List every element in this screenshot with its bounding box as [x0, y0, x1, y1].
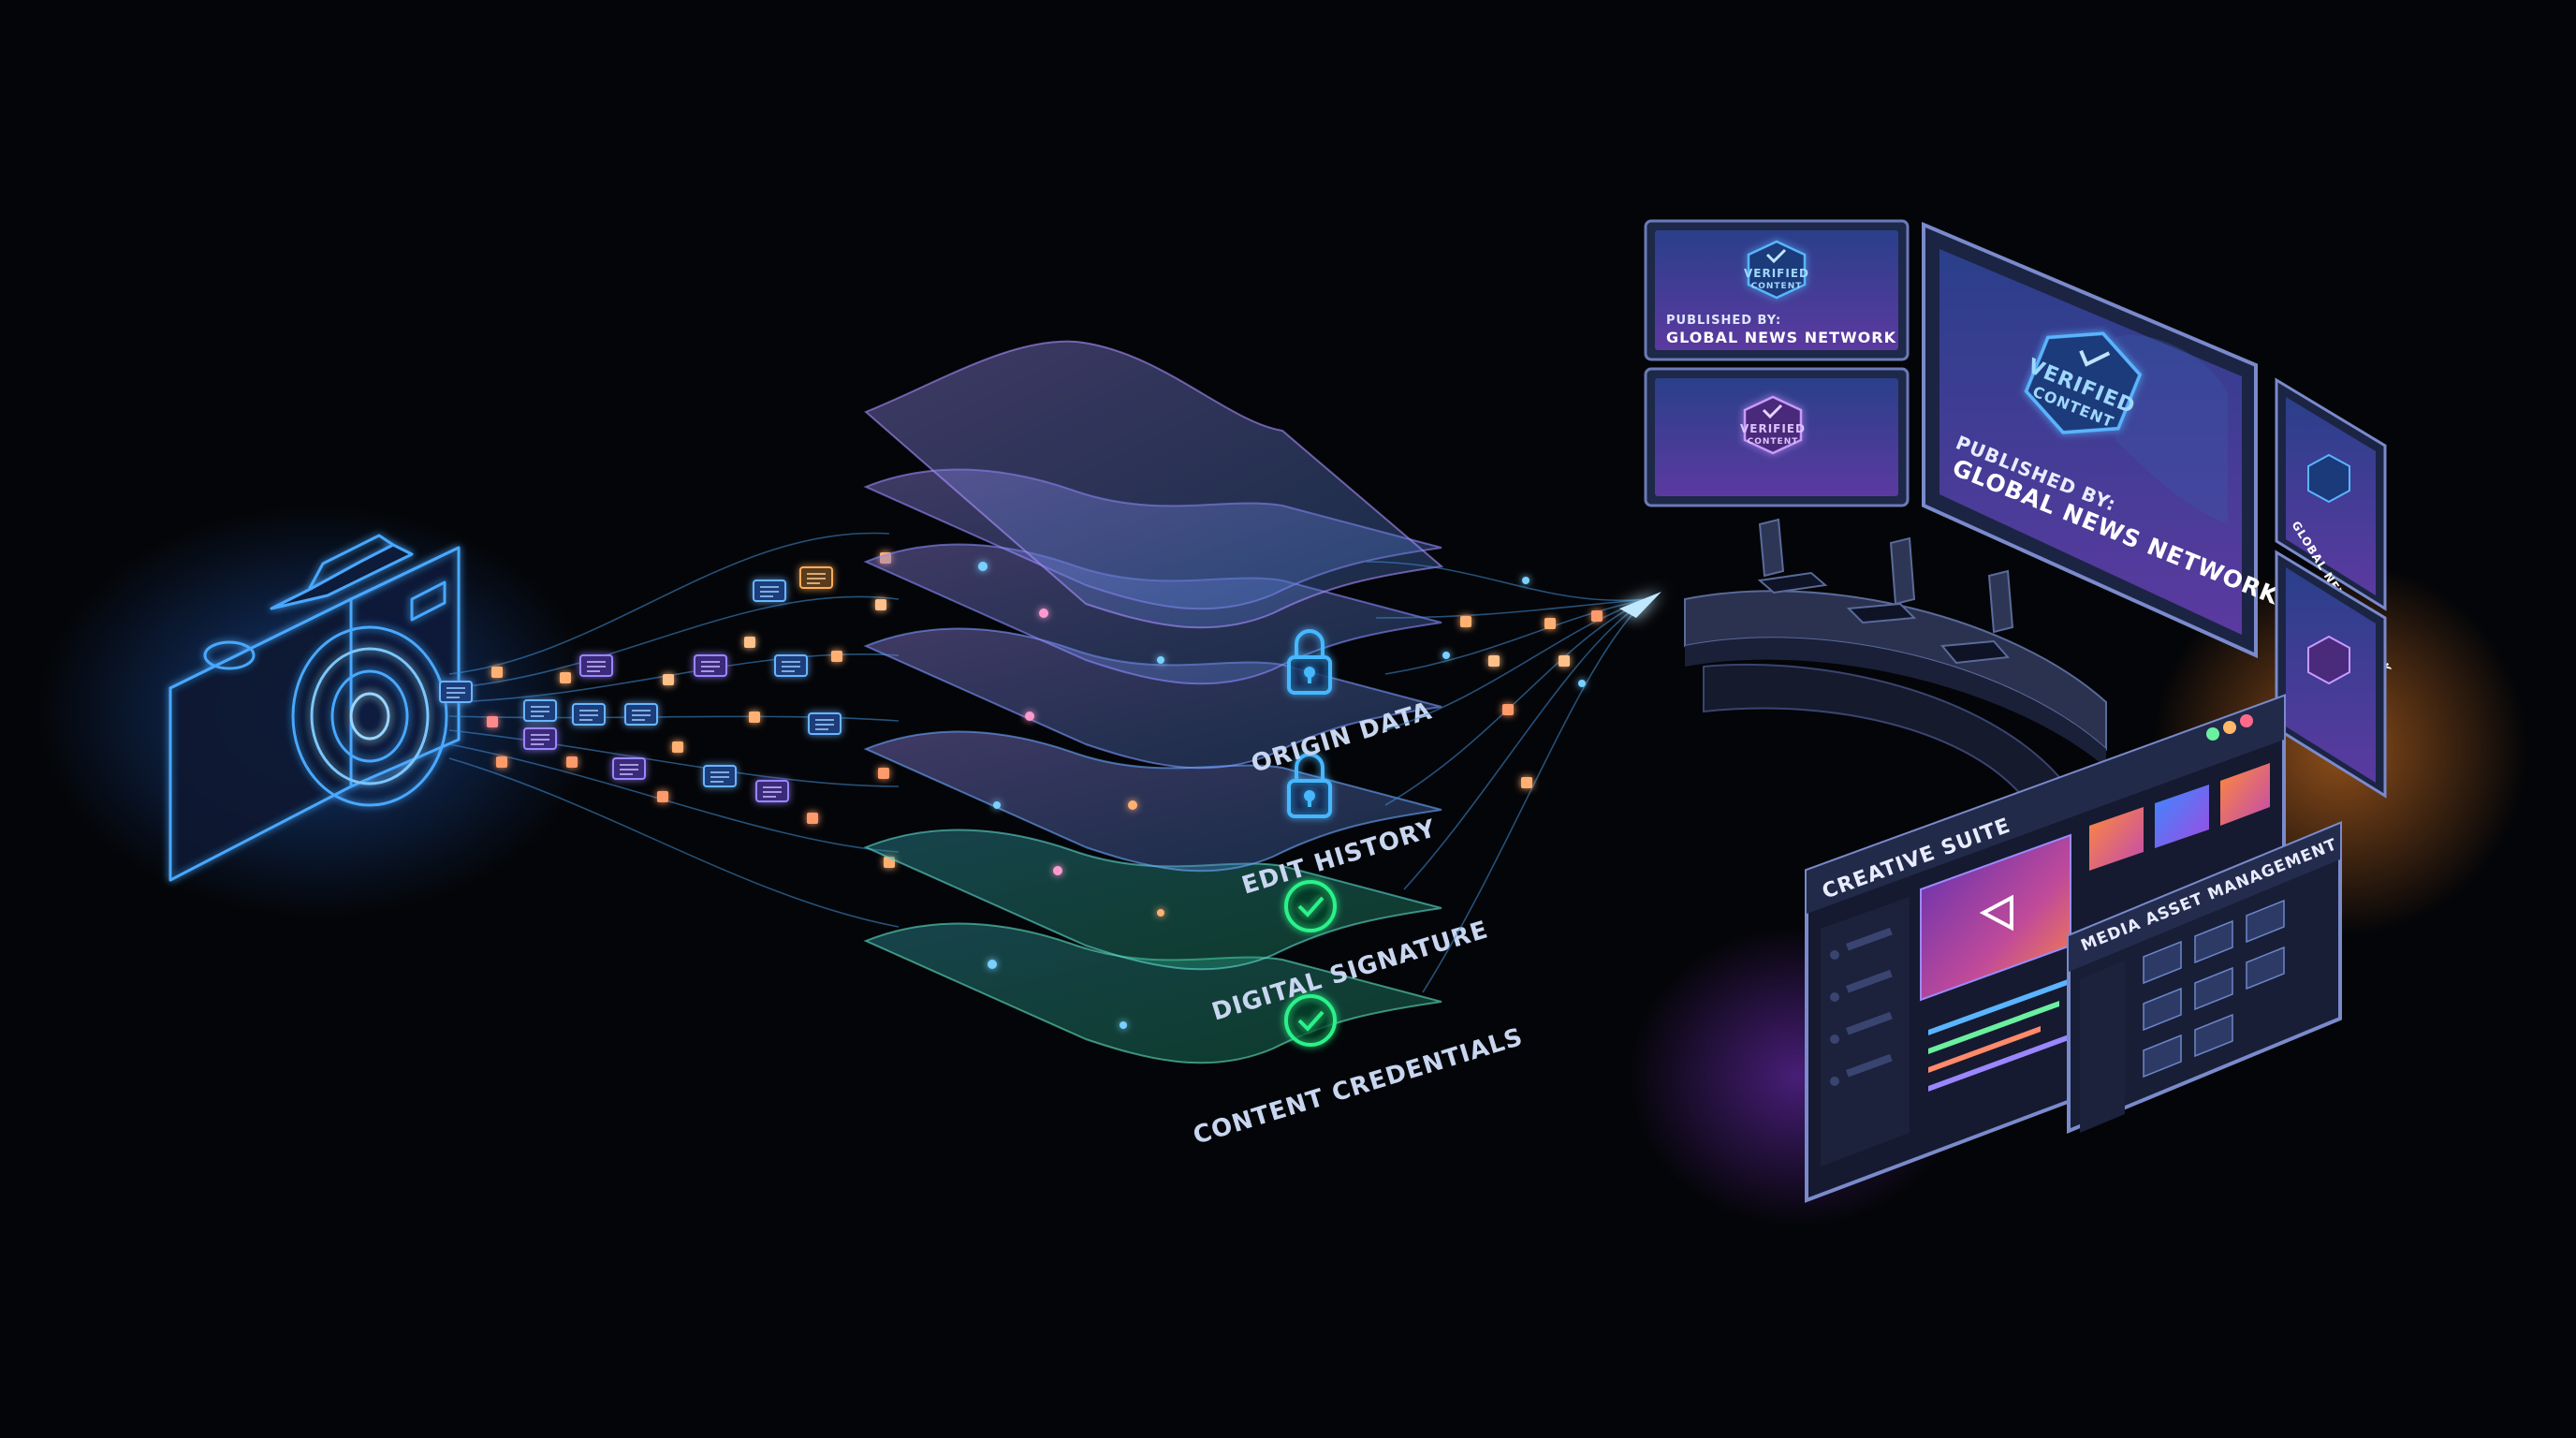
document-chip-icon [572, 703, 606, 726]
output-data-streams [1366, 561, 1648, 993]
lock-icon [1287, 629, 1332, 695]
verified-badge: VERIFIED CONTENT [1744, 240, 1809, 300]
window-dot-green [2206, 727, 2219, 741]
document-chip-icon [703, 765, 737, 787]
verified-screen-side-bottom [2275, 550, 2387, 799]
document-chip-icon [579, 654, 613, 677]
verified-badge: VERIFIED CONTENT [1740, 395, 1806, 455]
folder-icon-grid [2143, 899, 2285, 1078]
document-chip-icon [523, 727, 557, 750]
beacon-arrow-icon [1619, 592, 1661, 618]
svg-text:VERIFIED: VERIFIED [1744, 267, 1809, 280]
document-chip-icon [799, 566, 833, 589]
checkmark-icon [1765, 248, 1787, 264]
verified-screen-top-left: VERIFIED CONTENT PUBLISHED BY: GLOBAL NE… [1644, 219, 1910, 361]
document-chip-icon [439, 681, 473, 703]
verified-badge [2307, 453, 2350, 504]
svg-text:CONTENT: CONTENT [1751, 282, 1803, 291]
checkmark-icon [2079, 349, 2111, 367]
thumbnail [2089, 807, 2144, 871]
lock-icon [1287, 753, 1332, 818]
verified-screen-lower-left: VERIFIED CONTENT [1644, 367, 1910, 507]
document-chip-icon [808, 712, 842, 735]
layer-sheet [863, 829, 1442, 971]
creative-suite-window: CREATIVE SUITE [1805, 694, 2286, 1203]
thumbnail [2220, 763, 2270, 826]
document-chip-icon [523, 699, 557, 722]
verified-badge-large: VERIFIED CONTENT [2024, 331, 2143, 434]
folder-icon [2194, 966, 2233, 1011]
check-circle-icon [1284, 880, 1337, 932]
document-chip-icon [774, 654, 808, 677]
folder-icon [2143, 1034, 2182, 1078]
document-chip-icon [612, 757, 646, 780]
play-icon [1979, 894, 2013, 932]
svg-text:CONTENT: CONTENT [1748, 437, 1799, 447]
document-chip-icon [755, 780, 789, 802]
layer-particles [978, 562, 1164, 1029]
publisher-name: GLOBAL NEWS NETWORK [1666, 329, 1896, 346]
window-dot-red [2240, 714, 2253, 727]
input-data-streams [448, 532, 900, 928]
layer-sheet [864, 340, 1444, 629]
checkmark-icon [1762, 404, 1783, 419]
svg-text:VERIFIED: VERIFIED [1740, 422, 1806, 435]
folder-icon [2246, 946, 2285, 990]
folder-icon [2194, 919, 2233, 964]
verified-screen-main: VERIFIED CONTENT PUBLISHED BY: GLOBAL NE… [1922, 221, 2284, 659]
timeline-tracks [1928, 976, 2078, 1092]
camera-icon [168, 534, 461, 882]
thumbnail [2155, 785, 2209, 848]
check-circle-icon [1284, 994, 1337, 1047]
document-chip-icon [753, 580, 786, 602]
sidebar-items [1830, 927, 1893, 1086]
publisher-prefix: PUBLISHED BY: [1666, 314, 1781, 328]
newsroom-desk [1684, 518, 2107, 798]
layer-sheet [863, 730, 1442, 873]
document-chip-icon [694, 654, 727, 677]
folder-icon [2246, 899, 2285, 944]
verified-badge [2307, 635, 2350, 685]
window-dot-yellow [2223, 721, 2236, 734]
data-chips [439, 566, 842, 802]
data-particles [487, 552, 895, 868]
folder-icon [2143, 940, 2182, 985]
output-particles [1442, 577, 1603, 788]
folder-icon [2143, 987, 2182, 1032]
folder-icon [2194, 1013, 2233, 1058]
document-chip-icon [624, 703, 658, 726]
